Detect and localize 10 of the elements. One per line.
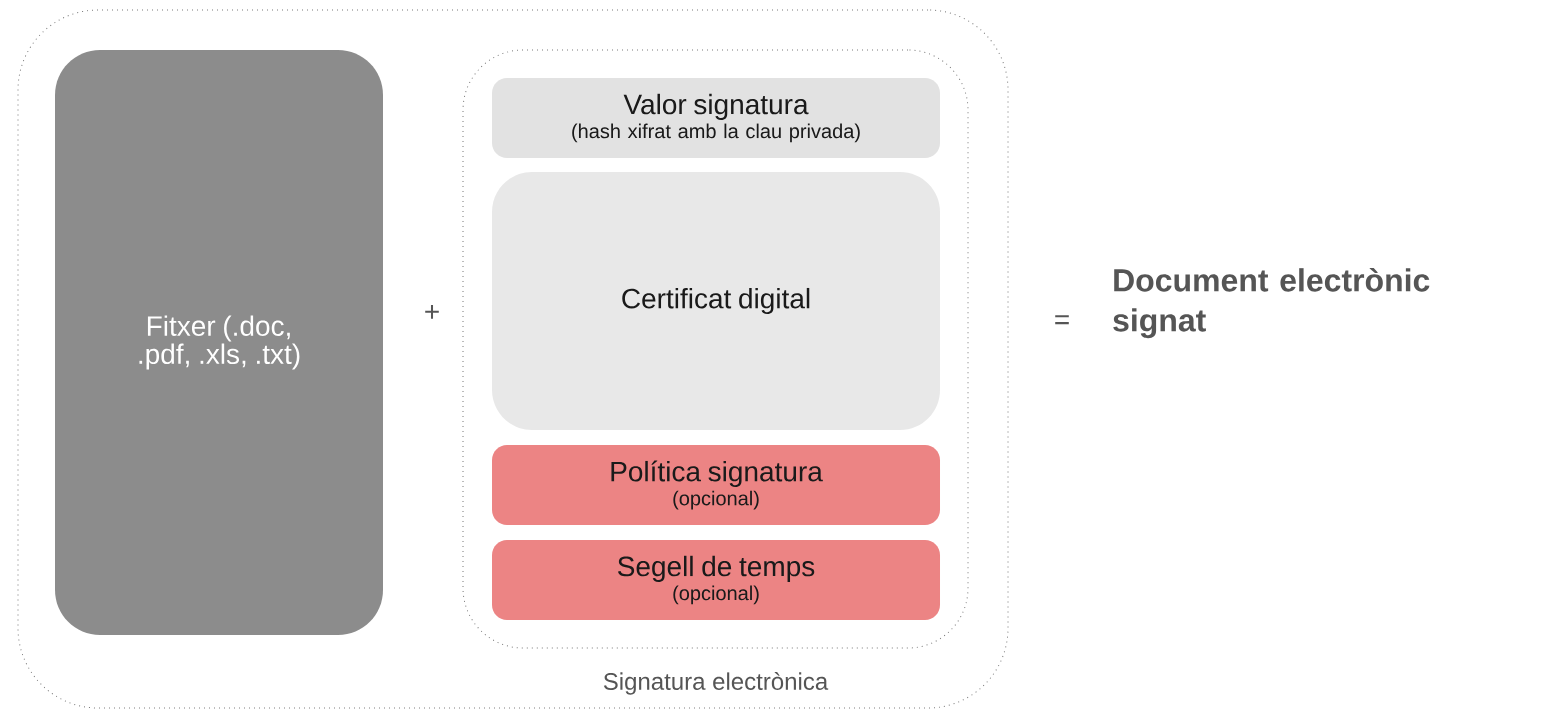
component-box: Valor signatura (hash xifrat amb la clau privada): [492, 78, 940, 158]
outer-frame: [17, 9, 1009, 709]
component-box: Política signatura (opcional): [492, 445, 940, 525]
component-box: Segell de temps (opcional): [492, 540, 940, 620]
file-box: Fitxer (.doc, .pdf, .xls, .txt): [55, 50, 383, 635]
operator-sign: +: [425, 304, 439, 319]
result-text: Document electrònic signat: [1113, 267, 1430, 339]
node-label: Signatura electrònica: [603, 672, 829, 695]
operator-sign: =: [1055, 315, 1069, 325]
component-box: Certificat digital: [492, 172, 940, 430]
